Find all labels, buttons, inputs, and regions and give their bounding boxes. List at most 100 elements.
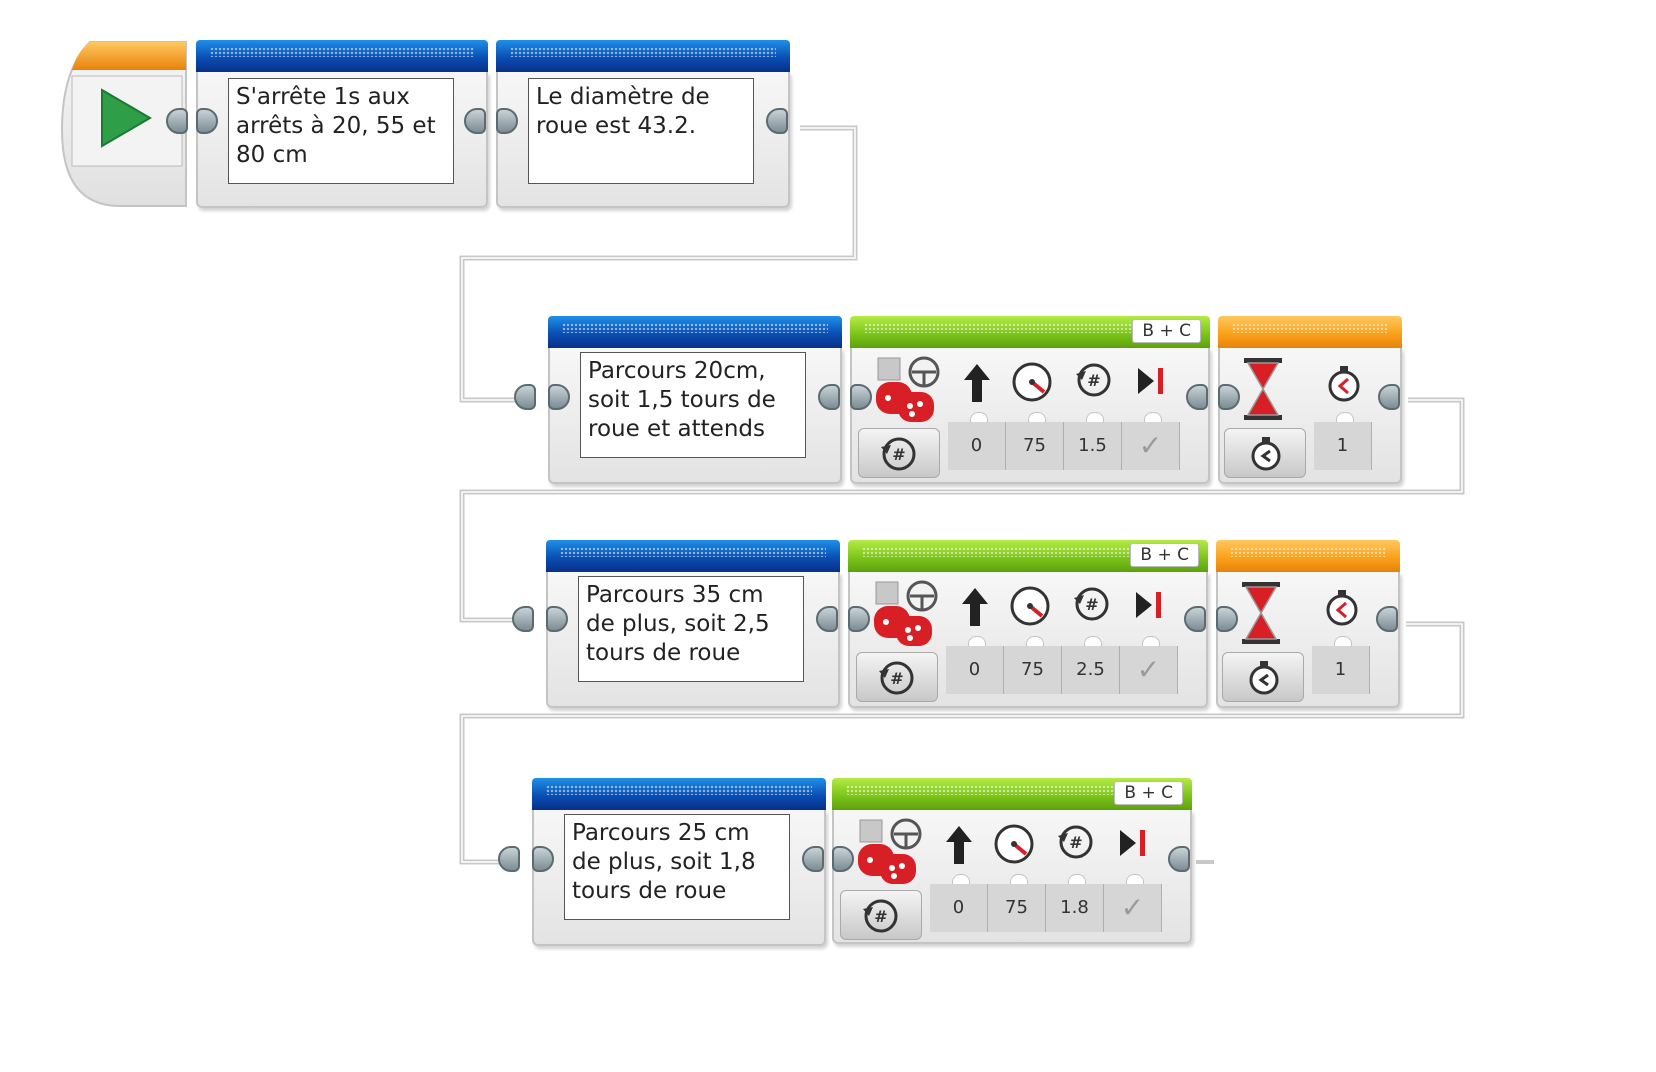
comment-block-3[interactable]: Parcours 20cm, soit 1,5 tours de roue et… xyxy=(548,316,842,484)
comment-text[interactable]: S'arrête 1s aux arrêts à 20, 55 et 80 cm xyxy=(228,78,454,184)
power-icon xyxy=(994,824,1034,864)
power-icon xyxy=(1012,362,1052,402)
wait-block-header xyxy=(1216,540,1400,572)
steering-icon xyxy=(964,364,990,402)
comment-4-input-port-tab[interactable] xyxy=(546,606,568,632)
steering-icon xyxy=(962,588,988,626)
comment-4-output-port[interactable] xyxy=(816,606,838,632)
motor-ports-badge[interactable]: B + C xyxy=(1130,543,1199,567)
move-3-input-port[interactable] xyxy=(832,846,854,872)
seconds-value[interactable]: 1 xyxy=(1312,646,1370,694)
param-notch xyxy=(1086,412,1104,422)
brake-check[interactable]: ✓ xyxy=(1120,646,1178,694)
comment-1-input-port[interactable] xyxy=(196,108,218,134)
start-block[interactable] xyxy=(60,40,188,208)
power-value[interactable]: 75 xyxy=(1006,422,1064,470)
timer-icon xyxy=(1326,590,1358,626)
move-tank-block-3[interactable]: B + C # # 0 75 1.8 xyxy=(832,778,1192,944)
comment-3-input-port-tab[interactable] xyxy=(548,384,570,410)
wait-block-2[interactable]: 1 xyxy=(1216,540,1400,708)
comment-text[interactable]: Parcours 20cm, soit 1,5 tours de roue et… xyxy=(580,352,806,458)
mode-selector[interactable]: # xyxy=(858,428,940,478)
comment-3-input-port[interactable] xyxy=(514,384,536,410)
comment-text[interactable]: Parcours 25 cm de plus, soit 1,8 tours d… xyxy=(564,814,790,920)
brake-at-end-icon xyxy=(1120,830,1145,856)
comment-5-output-port[interactable] xyxy=(802,846,824,872)
wait-1-input-port[interactable] xyxy=(1218,384,1240,410)
wait-mode-selector[interactable] xyxy=(1224,428,1306,478)
comment-3-output-port[interactable] xyxy=(818,384,840,410)
rotations-icon: # xyxy=(1058,825,1093,859)
param-notch xyxy=(970,412,988,422)
comment-block-4[interactable]: Parcours 35 cm de plus, soit 2,5 tours d… xyxy=(546,540,840,708)
motor-ports-badge[interactable]: B + C xyxy=(1114,781,1183,805)
mode-selector[interactable]: # xyxy=(856,652,938,702)
svg-text:#: # xyxy=(1069,833,1082,852)
comment-block-5[interactable]: Parcours 25 cm de plus, soit 1,8 tours d… xyxy=(532,778,826,946)
comment-block-1[interactable]: S'arrête 1s aux arrêts à 20, 55 et 80 cm xyxy=(196,40,488,208)
move-1-input-port[interactable] xyxy=(850,384,872,410)
param-notch xyxy=(1334,636,1352,646)
wait-block-1[interactable]: 1 xyxy=(1218,316,1402,484)
comment-1-output-port[interactable] xyxy=(464,108,486,134)
power-value[interactable]: 75 xyxy=(988,884,1046,932)
comment-5-input-port-tab[interactable] xyxy=(532,846,554,872)
rotations-icon: # xyxy=(1076,363,1111,397)
svg-text:#: # xyxy=(1085,595,1098,614)
wait-2-input-port[interactable] xyxy=(1216,606,1238,632)
brake-check[interactable]: ✓ xyxy=(1122,422,1180,470)
steering-value[interactable]: 0 xyxy=(948,422,1006,470)
param-notch xyxy=(1084,636,1102,646)
svg-text:#: # xyxy=(892,445,905,464)
param-notch xyxy=(952,874,970,884)
hourglass-icon xyxy=(1242,582,1280,644)
motor-ports-badge[interactable]: B + C xyxy=(1132,319,1201,343)
mode-selector[interactable]: # xyxy=(840,890,922,940)
power-value[interactable]: 75 xyxy=(1004,646,1062,694)
svg-text:#: # xyxy=(874,907,887,926)
comment-block-header xyxy=(196,40,488,72)
comment-block-2[interactable]: Le diamètre de roue est 43.2. xyxy=(496,40,790,208)
param-notch xyxy=(1028,412,1046,422)
steering-value[interactable]: 0 xyxy=(930,884,988,932)
comment-2-output-port[interactable] xyxy=(766,108,788,134)
move-2-output-port[interactable] xyxy=(1184,606,1206,632)
comment-block-header xyxy=(548,316,842,348)
move-2-input-port[interactable] xyxy=(848,606,870,632)
rotations-value[interactable]: 1.8 xyxy=(1046,884,1104,932)
rotations-value[interactable]: 1.5 xyxy=(1064,422,1122,470)
comment-text[interactable]: Le diamètre de roue est 43.2. xyxy=(528,78,754,184)
comment-block-header xyxy=(496,40,790,72)
comment-5-input-port[interactable] xyxy=(498,846,520,872)
wait-mode-selector[interactable] xyxy=(1222,652,1304,702)
param-notch xyxy=(1026,636,1044,646)
brake-at-end-icon xyxy=(1138,368,1163,394)
rotations-value[interactable]: 2.5 xyxy=(1062,646,1120,694)
seconds-value[interactable]: 1 xyxy=(1314,422,1372,470)
wait-block-header xyxy=(1218,316,1402,348)
comment-block-header xyxy=(532,778,826,810)
wait-1-output-port[interactable] xyxy=(1378,384,1400,410)
move-1-output-port[interactable] xyxy=(1186,384,1208,410)
param-notch xyxy=(1142,636,1160,646)
move-tank-icon xyxy=(858,818,922,884)
comment-block-header xyxy=(546,540,840,572)
move-tank-block-1[interactable]: B + C # # 0 75 1.5 xyxy=(850,316,1210,484)
move-tank-icon xyxy=(874,580,938,646)
power-icon xyxy=(1010,586,1050,626)
comment-4-input-port[interactable] xyxy=(512,606,534,632)
move-3-output-port[interactable] xyxy=(1168,846,1190,872)
wait-2-output-port[interactable] xyxy=(1376,606,1398,632)
param-notch xyxy=(1126,874,1144,884)
comment-text[interactable]: Parcours 35 cm de plus, soit 2,5 tours d… xyxy=(578,576,804,682)
comment-2-input-port[interactable] xyxy=(496,108,518,134)
param-notch xyxy=(1336,412,1354,422)
brake-check[interactable]: ✓ xyxy=(1104,884,1162,932)
start-output-port[interactable] xyxy=(166,108,188,134)
play-icon[interactable] xyxy=(98,86,154,150)
move-tank-block-2[interactable]: B + C # # 0 75 2.5 xyxy=(848,540,1208,708)
steering-value[interactable]: 0 xyxy=(946,646,1004,694)
param-notch xyxy=(1010,874,1028,884)
